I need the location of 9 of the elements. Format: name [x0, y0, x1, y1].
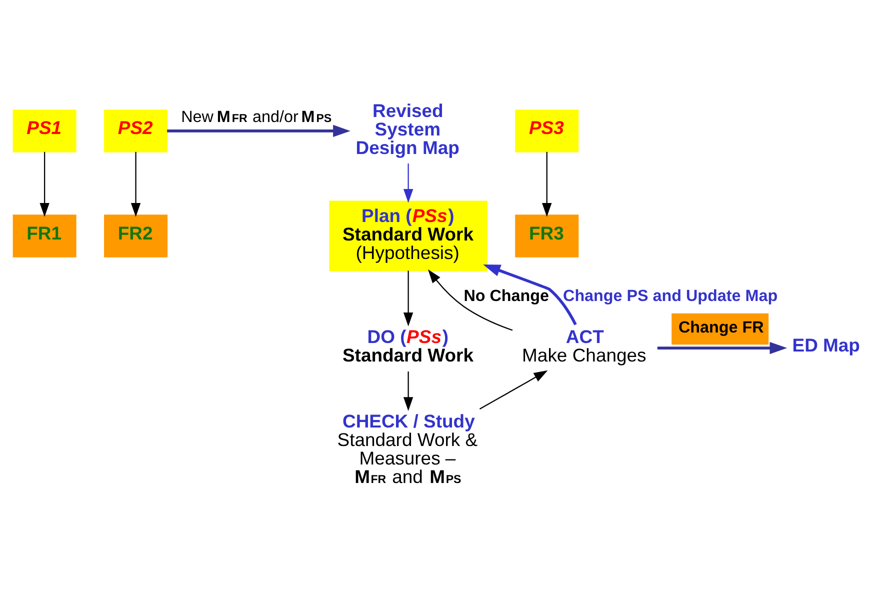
node-text: Revised System Design Map	[356, 99, 460, 158]
edge-label: Change PS and Update Map	[563, 286, 778, 304]
node-text: CHECK / Study Standard Work & Measures – MFR and MPS	[337, 410, 478, 486]
node-text: DO (PSs) Standard Work	[342, 326, 474, 366]
edge-label: New MFR and/or MPS	[181, 107, 332, 126]
node-text: ACT Make Changes	[522, 326, 646, 366]
edge-label: Change FR	[678, 318, 764, 336]
node-text: ED Map	[792, 334, 860, 355]
edge-label: No Change	[464, 286, 550, 304]
